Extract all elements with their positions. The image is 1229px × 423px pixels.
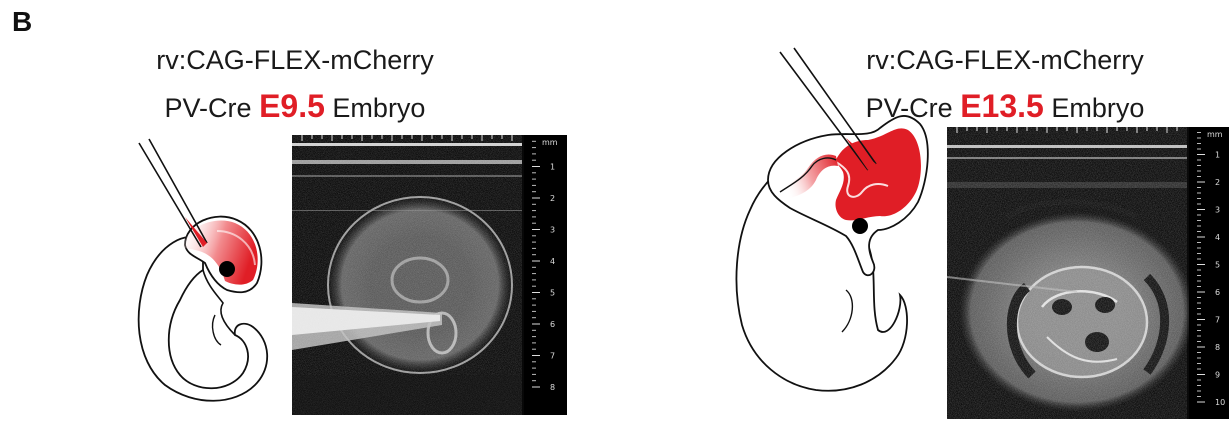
left-scale-tick-label: 1 [550,163,555,172]
left-eye-dot [219,261,235,277]
left-embryo-schematic [125,135,285,420]
right-scale-tick-label: 3 [1215,206,1220,215]
panel-label: B [12,6,32,38]
left-ultrasound-image: 1 2 3 4 5 6 7 8 mm [292,135,567,415]
right-embryo-schematic [728,40,938,420]
left-scale-tick-label: 4 [550,257,555,266]
left-line-prefix: PV-Cre [165,93,252,123]
right-scale-tick-label: 10 [1215,398,1225,407]
right-scale-tick-label: 9 [1215,371,1220,380]
left-scale-tick-label: 6 [550,320,555,329]
left-stage-label: E9.5 [259,88,325,124]
right-scale-tick-label: 1 [1215,151,1220,160]
left-construct-title: rv:CAG-FLEX-mCherry [130,45,460,76]
right-scale-tick-label: 4 [1215,233,1220,242]
left-scale-tick-label: 3 [550,226,555,235]
left-line-suffix: Embryo [332,93,425,123]
right-eye-dot [852,218,868,234]
left-scale-tick-label: 5 [550,289,555,298]
left-scale-tick-label: 7 [550,352,555,361]
right-scale-tick-label: 6 [1215,288,1220,297]
right-stage-label: E13.5 [960,88,1044,124]
left-scale-unit: mm [542,138,558,147]
right-line-suffix: Embryo [1051,93,1144,123]
right-scale-tick-label: 5 [1215,261,1220,270]
right-scale-unit: mm [1207,130,1223,139]
left-scale-tick-label: 8 [550,383,555,392]
left-subtitle: PV-Cre E9.5 Embryo [130,88,460,125]
right-scale-tick-label: 7 [1215,316,1220,325]
left-scale-tick-label: 2 [550,194,555,203]
right-scale-tick-label: 2 [1215,178,1220,187]
right-ultrasound-image: 1 2 3 4 5 6 7 8 9 10 mm [947,127,1229,419]
right-scale-tick-label: 8 [1215,343,1220,352]
